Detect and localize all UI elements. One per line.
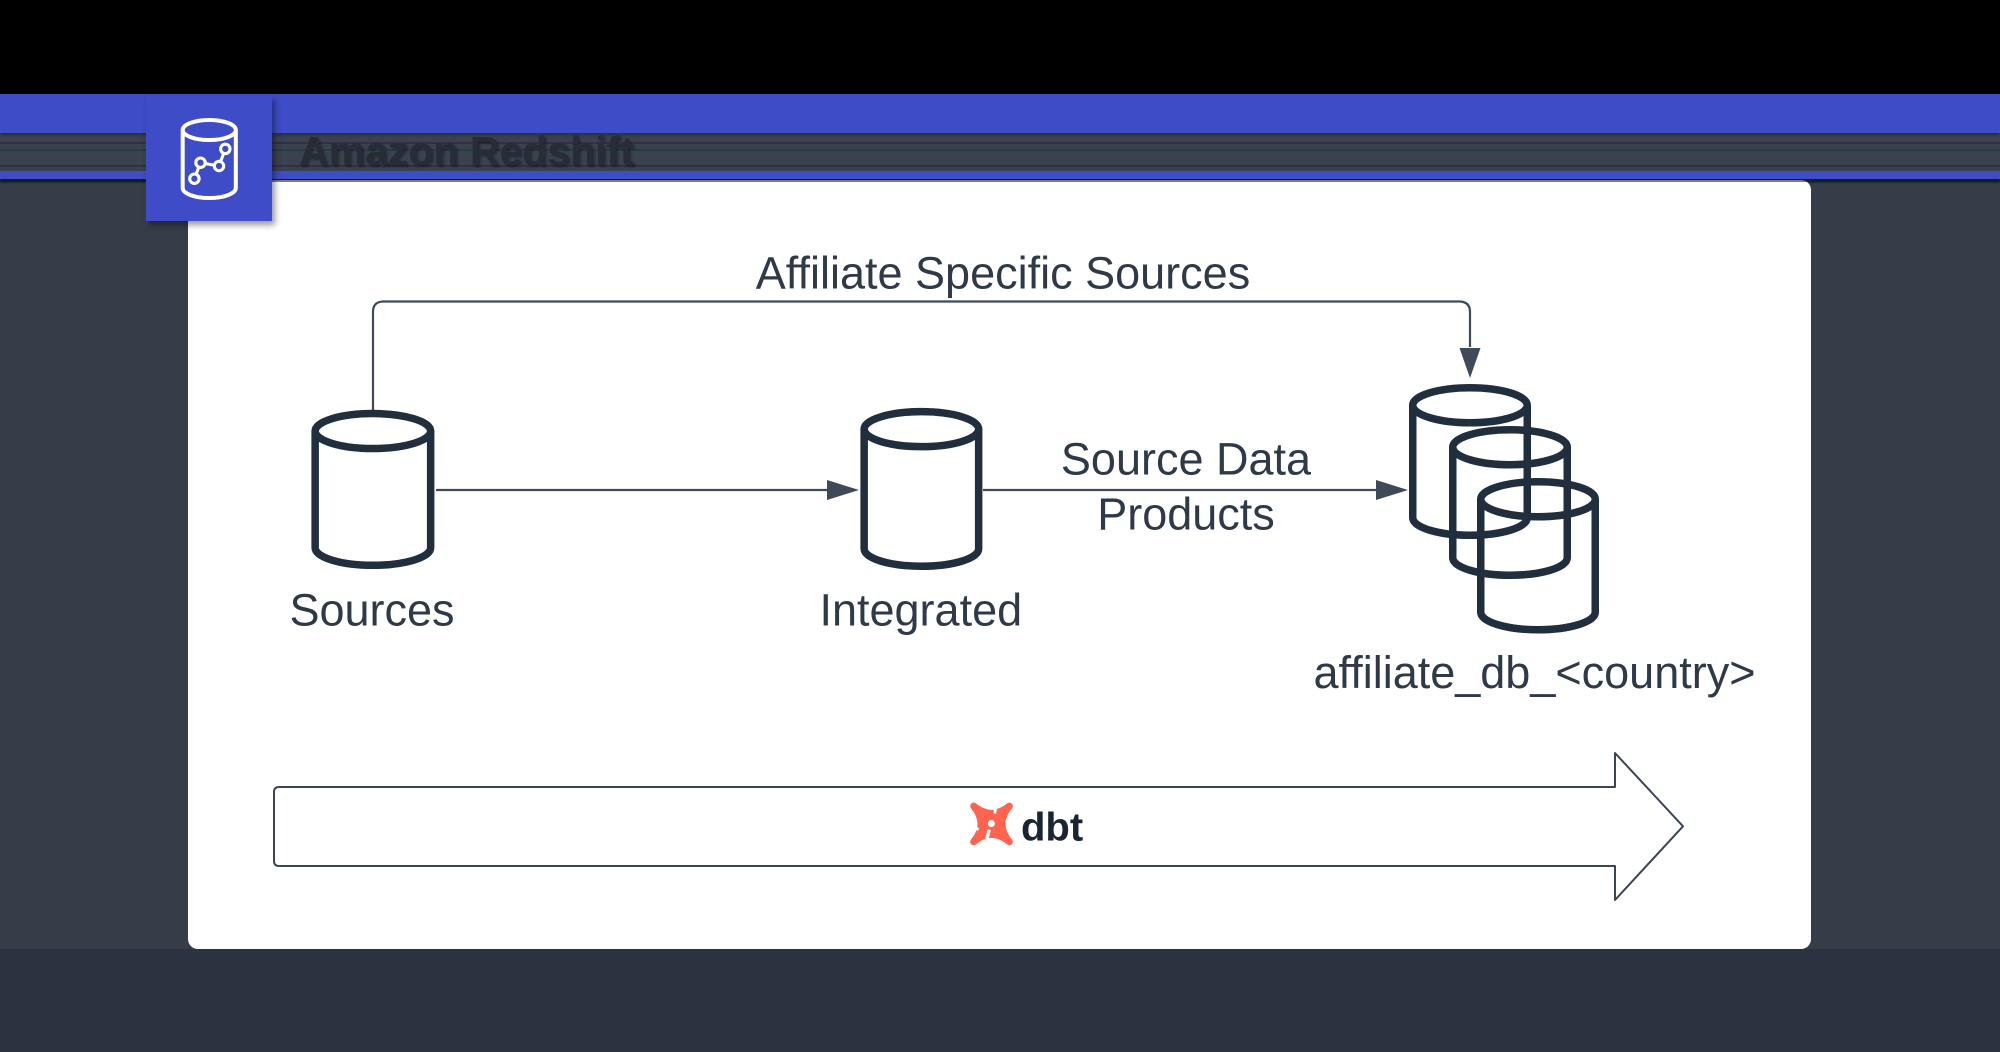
svg-text:dbt: dbt <box>1021 806 1083 850</box>
svg-text:Products: Products <box>1097 489 1275 540</box>
svg-text:Affiliate Specific Sources: Affiliate Specific Sources <box>756 248 1250 299</box>
svg-text:Source Data: Source Data <box>1061 433 1312 484</box>
svg-text:Sources: Sources <box>289 585 454 636</box>
svg-text:Integrated: Integrated <box>819 585 1022 636</box>
svg-text:affiliate_db_<country>: affiliate_db_<country> <box>1313 647 1755 698</box>
